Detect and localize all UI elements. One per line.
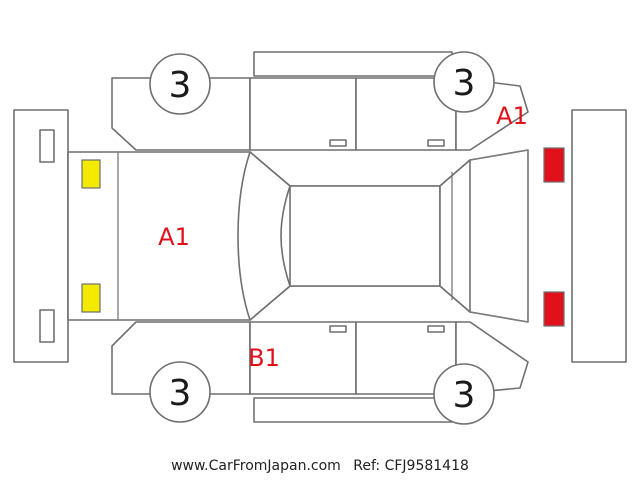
tire-rear-right	[433, 363, 495, 425]
rear-bumper	[571, 109, 627, 363]
roof-rail-top	[253, 51, 453, 77]
damage-label-rear-corner: A1	[496, 102, 528, 130]
taillight-upper	[543, 147, 565, 183]
footer-reference: www.CarFromJapan.com Ref: CFJ9581418	[0, 458, 640, 474]
footer-ref-number: Ref: CFJ9581418	[353, 458, 469, 474]
lower-side-panel	[111, 321, 529, 395]
headlight-lower	[81, 283, 101, 313]
damage-label-hood: A1	[158, 223, 190, 251]
tire-front-left-label: 3	[169, 65, 192, 106]
damage-label-front-sill: B1	[248, 344, 280, 372]
tire-front-right	[149, 361, 211, 423]
footer-site-link[interactable]: www.CarFromJapan.com	[171, 458, 341, 474]
roof-rail-bottom	[253, 397, 453, 423]
car-body-top-view	[67, 149, 529, 323]
taillight-lower	[543, 291, 565, 327]
tire-front-left	[149, 53, 211, 115]
tire-rear-right-label: 3	[453, 375, 476, 416]
front-bumper	[13, 109, 69, 363]
tire-rear-left	[433, 51, 495, 113]
tire-rear-left-label: 3	[453, 63, 476, 104]
headlight-upper	[81, 159, 101, 189]
tire-front-right-label: 3	[169, 373, 192, 414]
